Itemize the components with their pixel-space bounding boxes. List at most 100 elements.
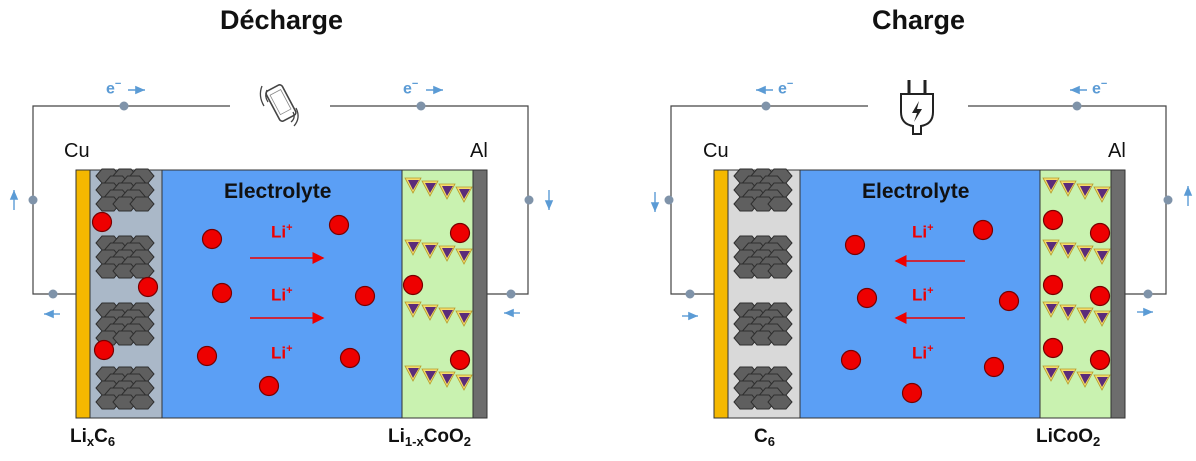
wire-node xyxy=(685,289,695,299)
smartphone-icon-part xyxy=(259,85,265,107)
cathode-crystal-dark xyxy=(1080,374,1091,384)
lithium-ion xyxy=(93,339,115,361)
formula-subscript: 6 xyxy=(767,434,775,449)
lithium-ion xyxy=(983,356,1005,378)
li-charge: + xyxy=(286,285,293,297)
lithium-ion xyxy=(972,219,994,241)
left-electrolyte-label: Electrolyte xyxy=(224,180,332,203)
formula-subscript: 1-x xyxy=(404,434,424,449)
graphite-hexagon xyxy=(129,196,155,212)
formula-subscript: 2 xyxy=(1093,434,1101,449)
cathode-crystal-dark xyxy=(408,242,419,252)
li-text: Li xyxy=(912,343,928,363)
li-charge: + xyxy=(927,285,934,297)
li-ion-label: Li+ xyxy=(271,222,293,243)
cathode-crystal-dark xyxy=(1046,242,1057,252)
graphite-hexagon xyxy=(767,196,793,212)
lithium-ion xyxy=(211,282,233,304)
wire-node xyxy=(28,195,38,205)
electron-charge: − xyxy=(411,78,419,90)
discharge-title: Décharge xyxy=(220,5,344,35)
smartphone-icon-part xyxy=(265,84,297,122)
cathode-crystal-dark xyxy=(459,313,470,323)
cathode-crystal-dark xyxy=(1046,368,1057,378)
wire-node xyxy=(1163,195,1173,205)
cathode-crystal-dark xyxy=(408,180,419,190)
cathode-crystal-dark xyxy=(1097,377,1108,387)
cathode-crystal-dark xyxy=(408,304,419,314)
left-al-label: Al xyxy=(470,140,488,162)
cathode-crystal-dark xyxy=(459,251,470,261)
formula-subscript: 6 xyxy=(107,434,116,449)
smartphone-icon-part xyxy=(269,89,292,116)
li-ion-label: Li+ xyxy=(271,343,293,364)
li-ion-label: Li+ xyxy=(912,285,934,306)
li-text: Li xyxy=(271,285,287,305)
lithium-ion xyxy=(1042,337,1064,359)
right-anode-material: C6 xyxy=(754,426,775,449)
lithium-ion xyxy=(844,234,866,256)
cathode-crystal-dark xyxy=(1080,186,1091,196)
lithium-ion xyxy=(998,290,1020,312)
lithium-ion xyxy=(1089,222,1111,244)
wire-node xyxy=(119,101,129,111)
lithium-ion xyxy=(339,347,361,369)
li-charge: + xyxy=(286,222,293,234)
formula-part: Li xyxy=(70,426,87,447)
cathode-crystal-dark xyxy=(1080,248,1091,258)
formula-part: Li xyxy=(388,426,405,447)
formula-part: C xyxy=(754,426,768,447)
electron-text: e xyxy=(778,80,787,98)
lithium-ion xyxy=(901,382,923,404)
left-anode-material: LixC6 xyxy=(70,426,115,449)
graphite-hexagon xyxy=(129,394,155,410)
cathode-crystal-dark xyxy=(425,371,436,381)
wire-node xyxy=(48,289,58,299)
electrolyte-region xyxy=(799,169,1041,419)
smartphone-icon xyxy=(259,84,299,127)
li-text: Li xyxy=(912,222,928,242)
smartphone-icon-part xyxy=(293,107,299,127)
copper-collector xyxy=(75,169,91,419)
cathode-crystal-dark xyxy=(408,368,419,378)
right-cu-label: Cu xyxy=(703,140,729,162)
cathode-crystal-dark xyxy=(1063,245,1074,255)
graphite-hexagon xyxy=(129,263,155,279)
cathode-crystal-dark xyxy=(1097,189,1108,199)
lithium-ion xyxy=(449,349,471,371)
electron-label: e− xyxy=(778,78,793,98)
aluminum-collector xyxy=(472,169,488,419)
li-ion-label: Li+ xyxy=(271,285,293,306)
cathode-crystal-dark xyxy=(1046,180,1057,190)
electron-text: e xyxy=(1092,80,1101,98)
li-text: Li xyxy=(912,285,928,305)
cathode-crystal-dark xyxy=(425,307,436,317)
cathode-crystal-dark xyxy=(442,310,453,320)
li-ion-label: Li+ xyxy=(912,343,934,364)
aluminum-collector xyxy=(1110,169,1126,419)
graphite-hexagon xyxy=(767,394,793,410)
power-plug-icon xyxy=(900,80,934,135)
electron-label: e− xyxy=(1092,78,1107,98)
cathode-crystal-dark xyxy=(1063,371,1074,381)
electron-text: e xyxy=(403,80,412,98)
cathode-crystal-dark xyxy=(1097,313,1108,323)
smartphone-icon-part xyxy=(265,89,269,103)
electron-label: e− xyxy=(403,78,418,98)
cathode-crystal-dark xyxy=(1046,304,1057,314)
copper-collector xyxy=(713,169,729,419)
cathode-crystal-dark xyxy=(442,374,453,384)
wire-node xyxy=(416,101,426,111)
lithium-ion xyxy=(1089,349,1111,371)
wire-node xyxy=(1072,101,1082,111)
lithium-ion xyxy=(354,285,376,307)
lithium-ion xyxy=(201,228,223,250)
lithium-ion xyxy=(840,349,862,371)
lithium-ion xyxy=(328,214,350,236)
cathode-crystal-dark xyxy=(459,377,470,387)
cathode-crystal-dark xyxy=(442,186,453,196)
li-charge: + xyxy=(286,343,293,355)
li-charge: + xyxy=(927,222,934,234)
wire-node xyxy=(506,289,516,299)
